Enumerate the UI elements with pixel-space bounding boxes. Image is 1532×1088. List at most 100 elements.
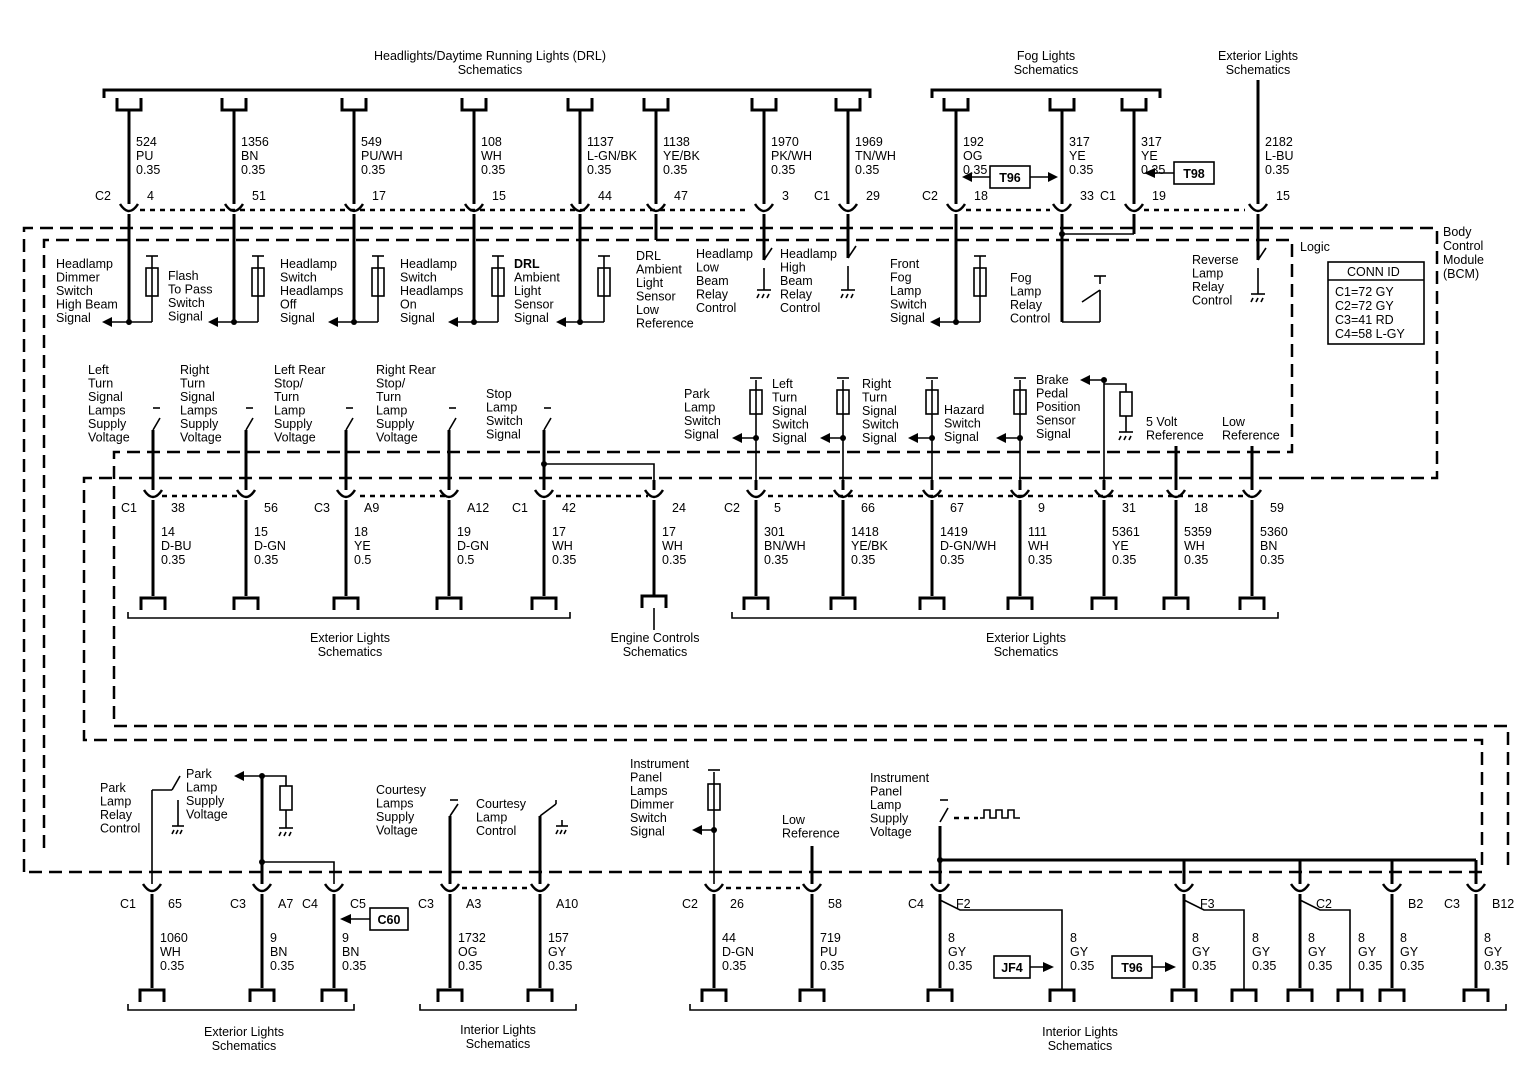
wire-gauge: 0.35 [1112, 553, 1136, 567]
pin-number: A10 [556, 897, 578, 911]
circuit-function-label: Control [100, 822, 140, 836]
pin-number: 33 [1080, 189, 1094, 203]
wire-gauge: 0.35 [963, 163, 987, 177]
wire-circuit: 8 [1252, 931, 1259, 945]
circuit-function-label: Voltage [180, 431, 222, 445]
wire-color: L-GN/BK [587, 149, 638, 163]
wire-color: PU/WH [361, 149, 403, 163]
pin-number: 4 [147, 189, 154, 203]
wire-color: GY [1400, 945, 1419, 959]
circuit-function-label: Headlamps [280, 284, 343, 298]
connector-terminal [323, 883, 345, 893]
pin-number: 47 [674, 189, 688, 203]
badge-t98-label: T98 [1183, 167, 1205, 181]
wire-circuit: 1419 [940, 525, 968, 539]
circuit-function-label: Low [636, 303, 660, 317]
harness-terminal [1378, 988, 1406, 1002]
ref-top-drl: Headlights/Daytime Running Lights (DRL) [374, 49, 606, 63]
connector-terminal [251, 883, 273, 893]
circuit-function-label: Lamp [1010, 285, 1041, 299]
circuit-function-label: Voltage [376, 431, 418, 445]
circuit-function-label: Headlamp [280, 257, 337, 271]
wire-gauge: 0.35 [1260, 553, 1284, 567]
circuit-function-label: Off [280, 298, 297, 312]
circuit-function-label: Supply [180, 417, 219, 431]
wire-circuit: 44 [722, 931, 736, 945]
wire-color: YE [354, 539, 371, 553]
circuit-function-label: Supply [274, 417, 313, 431]
circuit-function-label: Position [1036, 400, 1081, 414]
connector-id: C1 [121, 501, 137, 515]
wire-color: YE [1069, 149, 1086, 163]
ref-bot-int-left: Interior Lights [460, 1023, 536, 1037]
circuit-function-label: Signal [890, 311, 925, 325]
circuit-function-label: Pedal [1036, 387, 1068, 401]
wire-color: L-BU [1265, 149, 1293, 163]
circuit-function-label: Headlamp [400, 257, 457, 271]
connector-terminal [1381, 883, 1403, 893]
harness-terminal [1170, 988, 1198, 1002]
harness-terminal [248, 988, 276, 1002]
circuit-function-label: Lamp [100, 795, 131, 809]
wire-circuit: 108 [481, 135, 502, 149]
mid-wire-group: 14D-BU0.3538C115D-GN0.355618YE0.5A9C319D… [121, 430, 1288, 610]
circuit-function-label: Light [636, 276, 664, 290]
pin-number: 9 [1038, 501, 1045, 515]
harness-terminal [332, 596, 360, 610]
connector-terminal [832, 489, 854, 499]
pin-number: 26 [730, 897, 744, 911]
connector-terminal [223, 203, 245, 213]
top-wire-group: 524PU0.354C21356BN0.3551549PU/WH0.351710… [95, 94, 1293, 213]
circuit-function-label: Signal [280, 311, 315, 325]
wire-circuit: 8 [1484, 931, 1491, 945]
circuit-function-label: Right [862, 377, 892, 391]
circuit-function-label: Signal [772, 404, 807, 418]
circuit-function-label: Switch [944, 417, 981, 431]
circuit-function-label: DRL [636, 249, 661, 263]
pin-number: 18 [1194, 501, 1208, 515]
connector-terminal [929, 883, 951, 893]
connector-terminal [1289, 883, 1311, 893]
wire-circuit: 8 [1308, 931, 1315, 945]
circuit-function-label: Control [1010, 312, 1050, 326]
conn-id-row: C4=58 L-GY [1335, 327, 1405, 341]
wire-circuit: 5359 [1184, 525, 1212, 539]
circuit-function-label: Control [1192, 294, 1232, 308]
wire-gauge: 0.5 [457, 553, 474, 567]
wire-color: GY [1308, 945, 1327, 959]
pin-number: A7 [278, 897, 293, 911]
wire-gauge: 0.35 [552, 553, 576, 567]
badge-c60-label: C60 [378, 913, 401, 927]
circuit-function-label: Control [696, 301, 736, 315]
circuit-function-label: Brake [1036, 373, 1069, 387]
wire-color: TN/WH [855, 149, 896, 163]
bot-brackets [127, 1004, 1507, 1011]
connector-terminal [837, 203, 859, 213]
wire-gauge: 0.35 [161, 553, 185, 567]
mid-internal-circuits [152, 375, 1133, 480]
bot-label-group: ParkLampRelayControlParkLampSupplyVoltag… [100, 757, 930, 841]
circuit-function-label: Stop [486, 387, 512, 401]
ref-top-drl-2: Schematics [458, 63, 523, 77]
circuit-function-label: Low [696, 261, 720, 275]
circuit-function-label: Dimmer [630, 798, 674, 812]
top-brackets [102, 80, 1260, 98]
circuit-function-label: Relay [696, 288, 729, 302]
conn-id-row: C3=41 RD [1335, 313, 1394, 327]
circuit-function-label: Stop/ [376, 377, 406, 391]
harness-terminal [750, 98, 778, 112]
wire-gauge: 0.35 [1358, 959, 1382, 973]
conn-id-row: C2=72 GY [1335, 299, 1394, 313]
wire-gauge: 0.35 [241, 163, 265, 177]
badge-t96-top-label: T96 [999, 171, 1021, 185]
badge-c60 [340, 907, 409, 931]
badge-jf4 [993, 955, 1054, 979]
harness-terminal [1048, 988, 1076, 1002]
pin-number: 66 [861, 501, 875, 515]
ref-top-ext: Exterior Lights [1218, 49, 1298, 63]
pin-number: B12 [1492, 897, 1514, 911]
wire-color: WH [1184, 539, 1205, 553]
circuit-function-label: Right Rear [376, 363, 436, 377]
wire-gauge: 0.35 [764, 553, 788, 567]
